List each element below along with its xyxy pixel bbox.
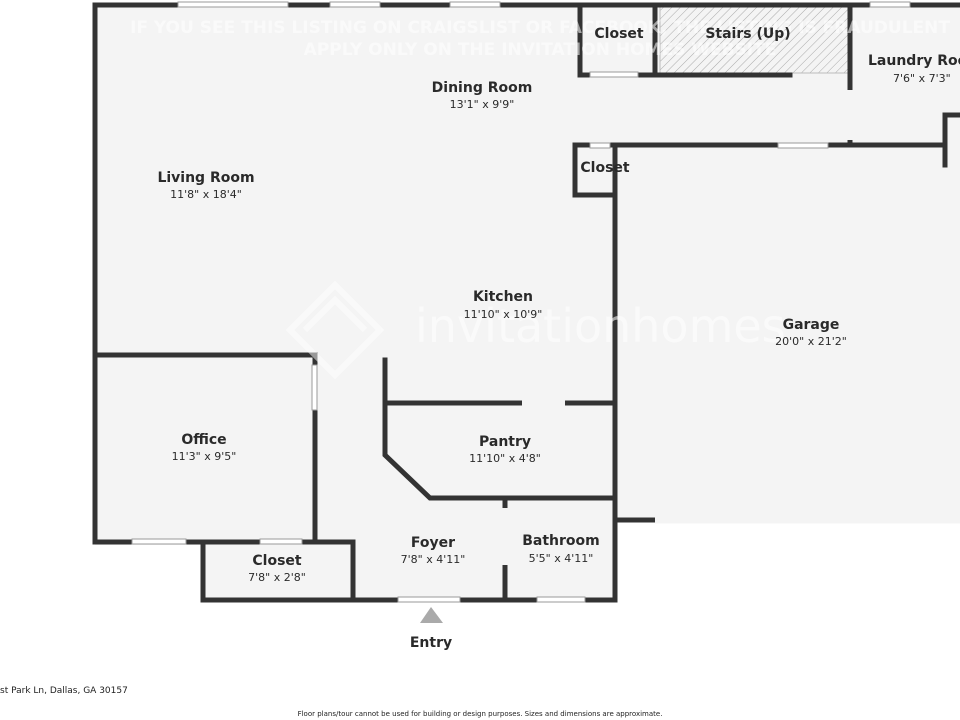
room-dims-dining: 13'1" x 9'9": [450, 98, 515, 111]
room-name-kitchen: Kitchen: [473, 289, 533, 305]
room-name-foyer: Foyer: [411, 535, 455, 551]
room-name-dining: Dining Room: [432, 80, 533, 96]
room-dims-closet-bottom: 7'8" x 2'8": [248, 571, 306, 584]
room-name-garage: Garage: [783, 317, 840, 333]
room-dims-laundry: 7'6" x 7'3": [893, 72, 951, 85]
room-name-living: Living Room: [157, 170, 254, 186]
room-labels: Closet Stairs (Up) Laundry Roo 7'6" x 7'…: [157, 26, 960, 584]
room-name-laundry: Laundry Roo: [868, 53, 960, 69]
room-name-office: Office: [181, 432, 226, 448]
room-name-bathroom: Bathroom: [522, 533, 600, 549]
room-name-closet-mid: Closet: [580, 160, 630, 176]
windows: [131, 1, 911, 603]
address-text: st Park Ln, Dallas, GA 30157: [0, 686, 128, 696]
brand-logo-icon: [285, 280, 385, 380]
room-name-pantry: Pantry: [479, 434, 531, 450]
entry-label: Entry: [410, 635, 452, 651]
watermark-brand: invitationhomes: [415, 299, 786, 353]
room-dims-living: 11'8" x 18'4": [170, 188, 242, 201]
room-dims-pantry: 11'10" x 4'8": [469, 452, 541, 465]
room-name-stairs: Stairs (Up): [705, 26, 790, 42]
room-dims-kitchen: 11'10" x 10'9": [464, 308, 543, 321]
room-name-closet-top: Closet: [594, 26, 644, 42]
room-dims-garage: 20'0" x 21'2": [775, 335, 847, 348]
watermark-notice-line1: IF YOU SEE THIS LISTING ON CRAIGSLIST OR…: [130, 18, 950, 38]
disclaimer-text: Floor plans/tour cannot be used for buil…: [297, 710, 663, 718]
watermark: IF YOU SEE THIS LISTING ON CRAIGSLIST OR…: [130, 18, 950, 380]
room-dims-bathroom: 5'5" x 4'11": [529, 552, 594, 565]
room-name-closet-bottom: Closet: [252, 553, 302, 569]
room-dims-foyer: 7'8" x 4'11": [401, 553, 466, 566]
entry-arrow-icon: [420, 607, 443, 623]
watermark-notice-line2: APPLY ONLY ON THE INVITATION HOMES WEBSI…: [304, 40, 777, 60]
room-dims-office: 11'3" x 9'5": [172, 450, 237, 463]
